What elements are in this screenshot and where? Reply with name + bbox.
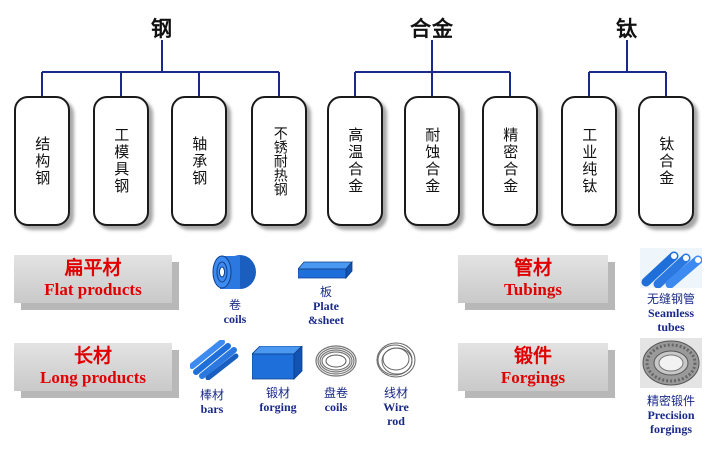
category-title-titanium: 钛 [616, 17, 638, 41]
group-long-products: 长材 Long products [14, 343, 172, 391]
material-precision-alloy: 精密合金 [482, 96, 538, 226]
category-title-steel: 钢 [151, 17, 173, 41]
caption-bars: 棒材 bars [199, 388, 225, 416]
category-title-alloy: 合金 [410, 17, 454, 41]
bars-icon [190, 340, 239, 380]
forging-block-icon [252, 346, 303, 380]
group-tubings: 管材 Tubings [458, 255, 608, 303]
material-stainless-heat-resistant-steel: 不锈耐热钢 [251, 96, 307, 226]
caption-wire-rod: 线材 Wire rod [383, 386, 409, 428]
material-titanium-alloy: 钛合金 [638, 96, 694, 226]
material-structural-steel: 结构钢 [14, 96, 70, 226]
material-tool-die-steel: 工模具钢 [93, 96, 149, 226]
wire-coil-icon [315, 345, 357, 377]
caption-forging: 锻材 forging [259, 386, 297, 414]
material-corrosion-resistant-alloy: 耐蚀合金 [404, 96, 460, 226]
tree-connectors [41, 40, 667, 96]
caption-seamless-tubes: 无缝钢管 Seamless tubes [646, 292, 696, 334]
caption-wire-coils: 盘卷 coils [323, 386, 349, 414]
tubes-icon [640, 248, 702, 288]
ring-forging-icon [640, 338, 702, 388]
wire-rod-icon [376, 342, 416, 378]
material-pure-titanium: 工业纯钛 [561, 96, 617, 226]
plate-icon [298, 260, 353, 280]
group-flat-products: 扁平材 Flat products [14, 255, 172, 303]
caption-plate-sheet: 板 Plate &sheet [308, 285, 344, 327]
caption-coils: 卷 coils [223, 298, 247, 326]
material-bearing-steel: 轴承钢 [171, 96, 227, 226]
coil-icon [212, 255, 256, 289]
group-forgings: 锻件 Forgings [458, 343, 608, 391]
caption-precision-forgings: 精密锻件 Precision forgings [646, 394, 696, 436]
material-superalloy: 高温合金 [327, 96, 383, 226]
